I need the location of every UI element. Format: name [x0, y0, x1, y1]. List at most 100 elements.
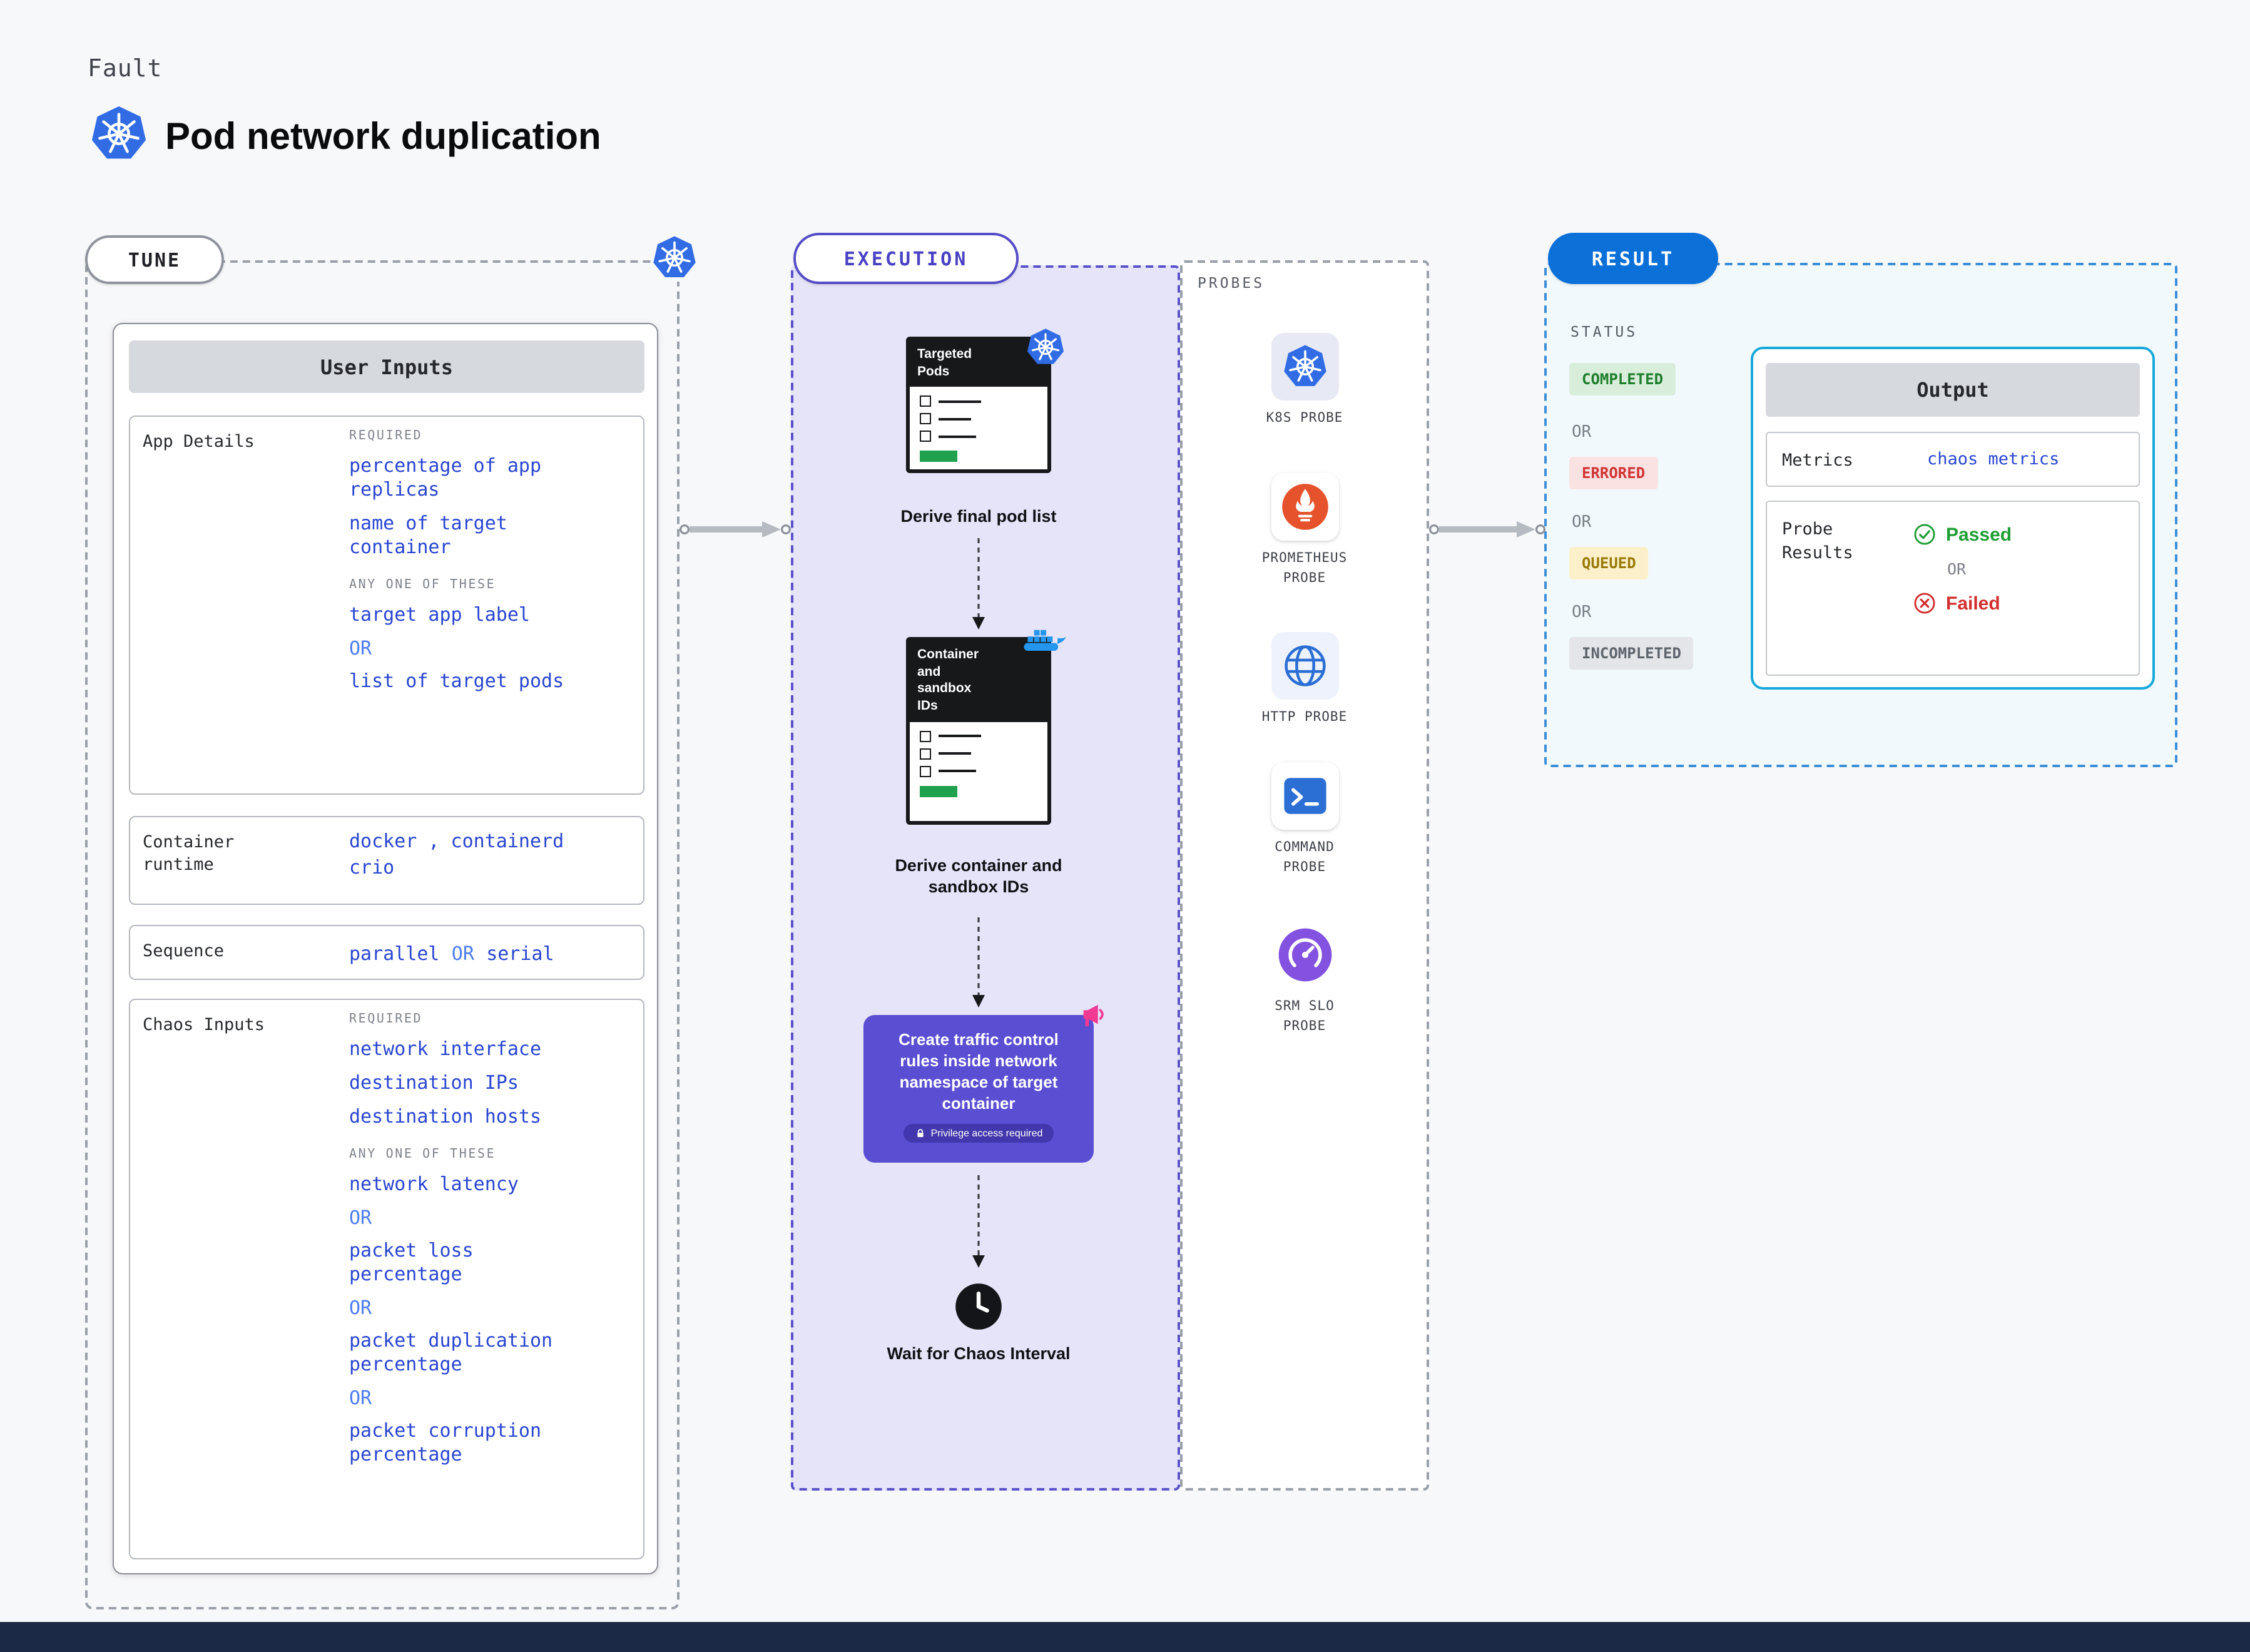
probe-k8s: K8S PROBE [1210, 333, 1399, 429]
probes-section [1180, 260, 1429, 1491]
footer-bar [0, 1622, 2250, 1652]
doc-checklist [910, 387, 1047, 470]
page-title: Pod network duplication [165, 116, 601, 158]
progress-bar [920, 785, 957, 797]
any-one-heading: ANY ONE OF THESE [349, 578, 496, 593]
probe-label: COMMAND PROBE [1275, 840, 1335, 875]
input-item: name of target container [349, 512, 507, 559]
flow-arrow-down [972, 1175, 985, 1268]
terminal-icon [1280, 771, 1330, 821]
probe-label: K8S PROBE [1266, 410, 1343, 426]
status-badge-errored: ERRORED [1569, 457, 1658, 489]
probe-tile [1271, 921, 1338, 989]
lock-icon [915, 1127, 926, 1138]
probe-tile [1271, 473, 1338, 541]
required-heading: REQUIRED [349, 429, 423, 443]
probe-label: HTTP PROBE [1261, 710, 1348, 725]
targeted-pods-doc: Targeted Pods [906, 337, 1051, 474]
step-caption: Derive final pod list [900, 507, 1057, 526]
probe-results-row: Probe Results Passed OR Failed [1766, 501, 2140, 676]
probe-tile [1271, 333, 1338, 400]
execution-label: EXECUTION [793, 233, 1019, 284]
or-separator: OR [451, 942, 474, 965]
x-circle-icon [1913, 592, 1936, 614]
step-caption: Derive container and sandbox IDs [895, 856, 1062, 896]
doc-title: Container and sandbox IDs [917, 647, 979, 713]
check-circle-icon [1913, 523, 1936, 546]
metrics-value: chaos metrics [1927, 449, 2060, 469]
gauge-icon [1276, 926, 1333, 984]
sequence-card: Sequence parallel OR serial [129, 925, 644, 980]
or-separator: OR [1947, 559, 1967, 578]
probe-srm-slo: SRM SLO PROBE [1210, 921, 1399, 1037]
input-item: packet loss percentage [349, 1239, 474, 1286]
user-inputs-panel: User Inputs App Details REQUIRED percent… [113, 323, 658, 1574]
status-heading: STATUS [1570, 323, 1638, 340]
user-inputs-title: User Inputs [129, 340, 644, 393]
kubernetes-icon [1282, 344, 1327, 389]
container-sandbox-doc: Container and sandbox IDs [906, 637, 1051, 825]
probe-http: HTTP PROBE [1210, 632, 1399, 728]
passed-label: Passed [1946, 524, 2012, 545]
probe-tile [1271, 632, 1338, 700]
action-text: Create traffic control rules inside netw… [898, 1030, 1059, 1113]
flow-arrow-execution-to-result [1429, 521, 1546, 538]
input-item: destination IPs [349, 1071, 519, 1094]
input-item: packet corruption percentage [349, 1419, 542, 1466]
flow-arrow-down [972, 538, 985, 630]
sequence-option: serial [486, 942, 554, 965]
doc-title: Targeted Pods [917, 347, 972, 379]
flow-arrow-tune-to-execution [680, 521, 792, 538]
clock-icon [954, 1282, 1004, 1332]
input-item: percentage of app replicas [349, 454, 542, 501]
or-separator: OR [1572, 603, 1592, 622]
metrics-label: Metrics [1782, 451, 1853, 471]
or-separator: OR [349, 1297, 372, 1320]
probe-label: SRM SLO PROBE [1275, 999, 1335, 1034]
any-one-heading: ANY ONE OF THESE [349, 1148, 496, 1162]
flow-arrow-down [972, 917, 985, 1007]
traffic-rules-icon [1079, 1001, 1109, 1031]
doc-checklist [910, 721, 1047, 804]
probe-command: COMMAND PROBE [1210, 762, 1399, 878]
globe-icon [1281, 642, 1328, 690]
probes-heading: PROBES [1198, 274, 1265, 292]
status-badge-incompleted: INCOMPLETED [1569, 637, 1694, 670]
container-runtime-label: Container runtime [143, 832, 235, 875]
status-badge-completed: COMPLETED [1569, 363, 1676, 395]
probe-prometheus: PROMETHEUS PROBE [1210, 473, 1399, 589]
privilege-note-text: Privilege access required [930, 1127, 1043, 1139]
output-title: Output [1766, 363, 2140, 417]
failed-label: Failed [1946, 593, 2000, 614]
chaos-inputs-card: Chaos Inputs REQUIRED network interface … [129, 999, 644, 1559]
kubernetes-icon [651, 234, 698, 282]
or-separator: OR [349, 637, 372, 660]
step-caption: Wait for Chaos Interval [887, 1344, 1071, 1363]
probe-results-values: Passed OR Failed [1913, 523, 2012, 614]
progress-bar [920, 451, 957, 462]
fault-eyebrow: Fault [88, 55, 163, 83]
chaos-inputs-content: REQUIRED network interface destination I… [349, 1012, 589, 1490]
sequence-option: parallel [349, 942, 440, 965]
probe-label: PROMETHEUS PROBE [1261, 551, 1348, 586]
result-label: RESULT [1548, 233, 1718, 284]
container-runtime-content: docker , containerd crio [349, 830, 589, 902]
tune-label: TUNE [85, 235, 224, 284]
probe-tile [1271, 762, 1338, 830]
docker-icon [1021, 623, 1067, 661]
or-separator: OR [1572, 513, 1592, 532]
input-item: packet duplication percentage [349, 1329, 553, 1376]
app-details-content: REQUIRED percentage of app replicas name… [349, 429, 589, 716]
probe-results-label: Probe Results [1782, 519, 1853, 563]
app-details-label: App Details [143, 432, 255, 452]
runtime-values: crio [349, 856, 395, 879]
app-details-card: App Details REQUIRED percentage of app r… [129, 416, 644, 795]
kubernetes-icon [90, 105, 148, 163]
input-item: target app label [349, 603, 530, 626]
probe-result-failed: Failed [1913, 592, 2012, 614]
sequence-label: Sequence [143, 941, 225, 961]
or-separator: OR [1572, 423, 1592, 442]
input-item: network latency [349, 1173, 519, 1196]
tune-section [85, 260, 680, 1609]
